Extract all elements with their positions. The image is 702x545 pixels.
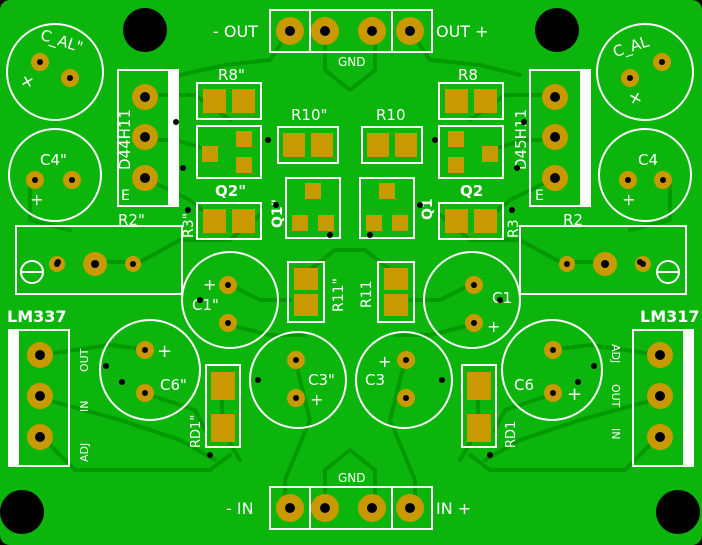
cap-c4-left-plus: + — [30, 190, 43, 209]
mount-hole-bottom-right — [656, 490, 700, 534]
d45h11-label: D45H11 — [512, 109, 530, 170]
r2-left-label: R2" — [118, 211, 145, 229]
trimpot-r2-right: R2 — [519, 211, 687, 295]
d44h11-label: D44H11 — [116, 109, 134, 170]
d44h11-e-label: E — [121, 188, 130, 204]
trimpot-r2-left: R2" — [15, 211, 183, 295]
d45h11-e-label: E — [535, 188, 544, 204]
q1-right-label: Q1 — [420, 198, 436, 220]
cap-c6-right-label: C6 — [514, 376, 534, 394]
resistor-r8-left: R8" — [196, 66, 262, 120]
cap-c6-left-plus: + — [157, 341, 172, 362]
out-pos-label: OUT + — [436, 22, 489, 41]
in-gnd-label: GND — [338, 471, 366, 485]
mount-hole-bottom-left — [0, 490, 44, 534]
r3-right-label: R3 — [506, 219, 522, 238]
resistor-r8-right: R8 — [438, 66, 504, 120]
transistor-q2-right: Q2 — [438, 125, 504, 200]
transistor-d44h11: D44H11 E — [116, 69, 179, 207]
r10-left-label: R10" — [291, 106, 327, 124]
mount-hole-top-left — [123, 8, 167, 52]
regulator-lm317: LM317 ADJ OUT IN — [609, 307, 700, 467]
resistor-r3-right: R3 — [438, 202, 522, 240]
resistor-r11-left: R11" — [287, 261, 347, 323]
rd1-left-label: RD1" — [189, 415, 204, 448]
cap-c4-right-plus: + — [622, 190, 635, 209]
cap-c1-left-plus: + — [203, 275, 216, 294]
out-gnd-label: GND — [338, 55, 366, 69]
cap-c6-right-plus: + — [567, 384, 582, 405]
cap-c3-left: C3" + — [249, 331, 347, 429]
transistor-q1-right: Q1 — [359, 177, 436, 239]
out-neg-label: - OUT — [213, 22, 258, 41]
cap-c1-left-label: C1" — [192, 296, 219, 314]
q2-right-label: Q2 — [460, 182, 483, 200]
cap-c3-right-plus: + — [378, 352, 391, 371]
cap-c4-right-label: C4 — [638, 151, 658, 169]
resistor-r10-left: R10" — [277, 106, 339, 164]
resistor-r11-right: R11 — [359, 261, 415, 323]
resistor-rd1-left: RD1" — [189, 364, 241, 448]
cap-c1-right-plus: + — [487, 317, 500, 336]
cap-c3-right: C3 + — [355, 331, 453, 429]
vias — [55, 119, 643, 458]
r2-right-label: R2 — [563, 211, 583, 229]
lm337-pin-adj: ADJ — [78, 443, 91, 462]
regulator-lm337: LM337 OUT IN ADJ — [7, 307, 91, 467]
r10-right-label: R10 — [376, 106, 406, 124]
output-connector: - OUT GND OUT + — [213, 9, 489, 69]
r8-right-label: R8 — [458, 66, 478, 84]
resistor-r10-right: R10 — [361, 106, 423, 164]
cap-c6-left: C6" + — [99, 319, 201, 421]
lm337-pin-in: IN — [78, 401, 91, 412]
resistor-r3-left: R3" — [181, 202, 262, 240]
cap-c3-right-label: C3 — [365, 371, 385, 389]
r8-left-label: R8" — [218, 66, 245, 84]
lm337-pin-out: OUT — [78, 348, 91, 372]
lm317-pin-in: IN — [609, 428, 622, 439]
rd1-right-label: RD1 — [504, 421, 519, 448]
r11-right-label: R11 — [359, 280, 375, 308]
resistor-rd1-right: RD1 — [461, 364, 519, 448]
in-pos-label: IN + — [436, 499, 471, 518]
mounting-holes — [0, 8, 700, 534]
cap-c3-left-label: C3" — [308, 371, 335, 389]
transistor-q2-left: Q2" — [196, 125, 262, 200]
q2-left-label: Q2" — [215, 182, 246, 200]
cap-c3-left-plus: + — [310, 390, 323, 409]
cap-c4-left: C4" + — [8, 128, 102, 222]
cap-c6-right: C6 + — [501, 319, 603, 421]
lm317-pin-adj: ADJ — [609, 344, 622, 363]
lm317-label: LM317 — [640, 307, 700, 326]
r11-left-label: R11" — [331, 278, 347, 312]
cap-c4-left-label: C4" — [40, 151, 67, 169]
in-neg-label: - IN — [226, 499, 254, 518]
mount-hole-top-right — [535, 8, 579, 52]
r3-left-label: R3" — [181, 213, 197, 238]
lm337-label: LM337 — [7, 307, 67, 326]
lm317-pin-out: OUT — [609, 384, 622, 408]
input-connector: GND - IN IN + — [226, 471, 471, 530]
cap-c4-right: C4 + — [598, 128, 692, 222]
cap-c6-left-label: C6" — [160, 376, 187, 394]
